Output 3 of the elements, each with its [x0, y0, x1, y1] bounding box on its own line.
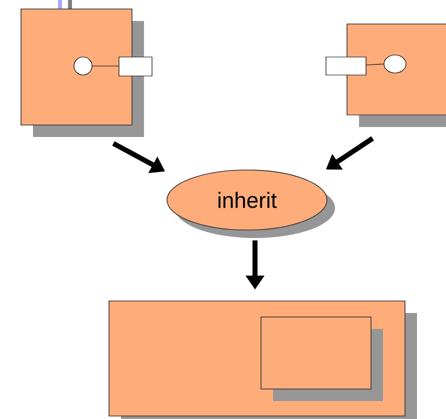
- inner-component-box: [260, 316, 383, 401]
- component-box: [20, 8, 144, 137]
- component-box: [346, 24, 446, 127]
